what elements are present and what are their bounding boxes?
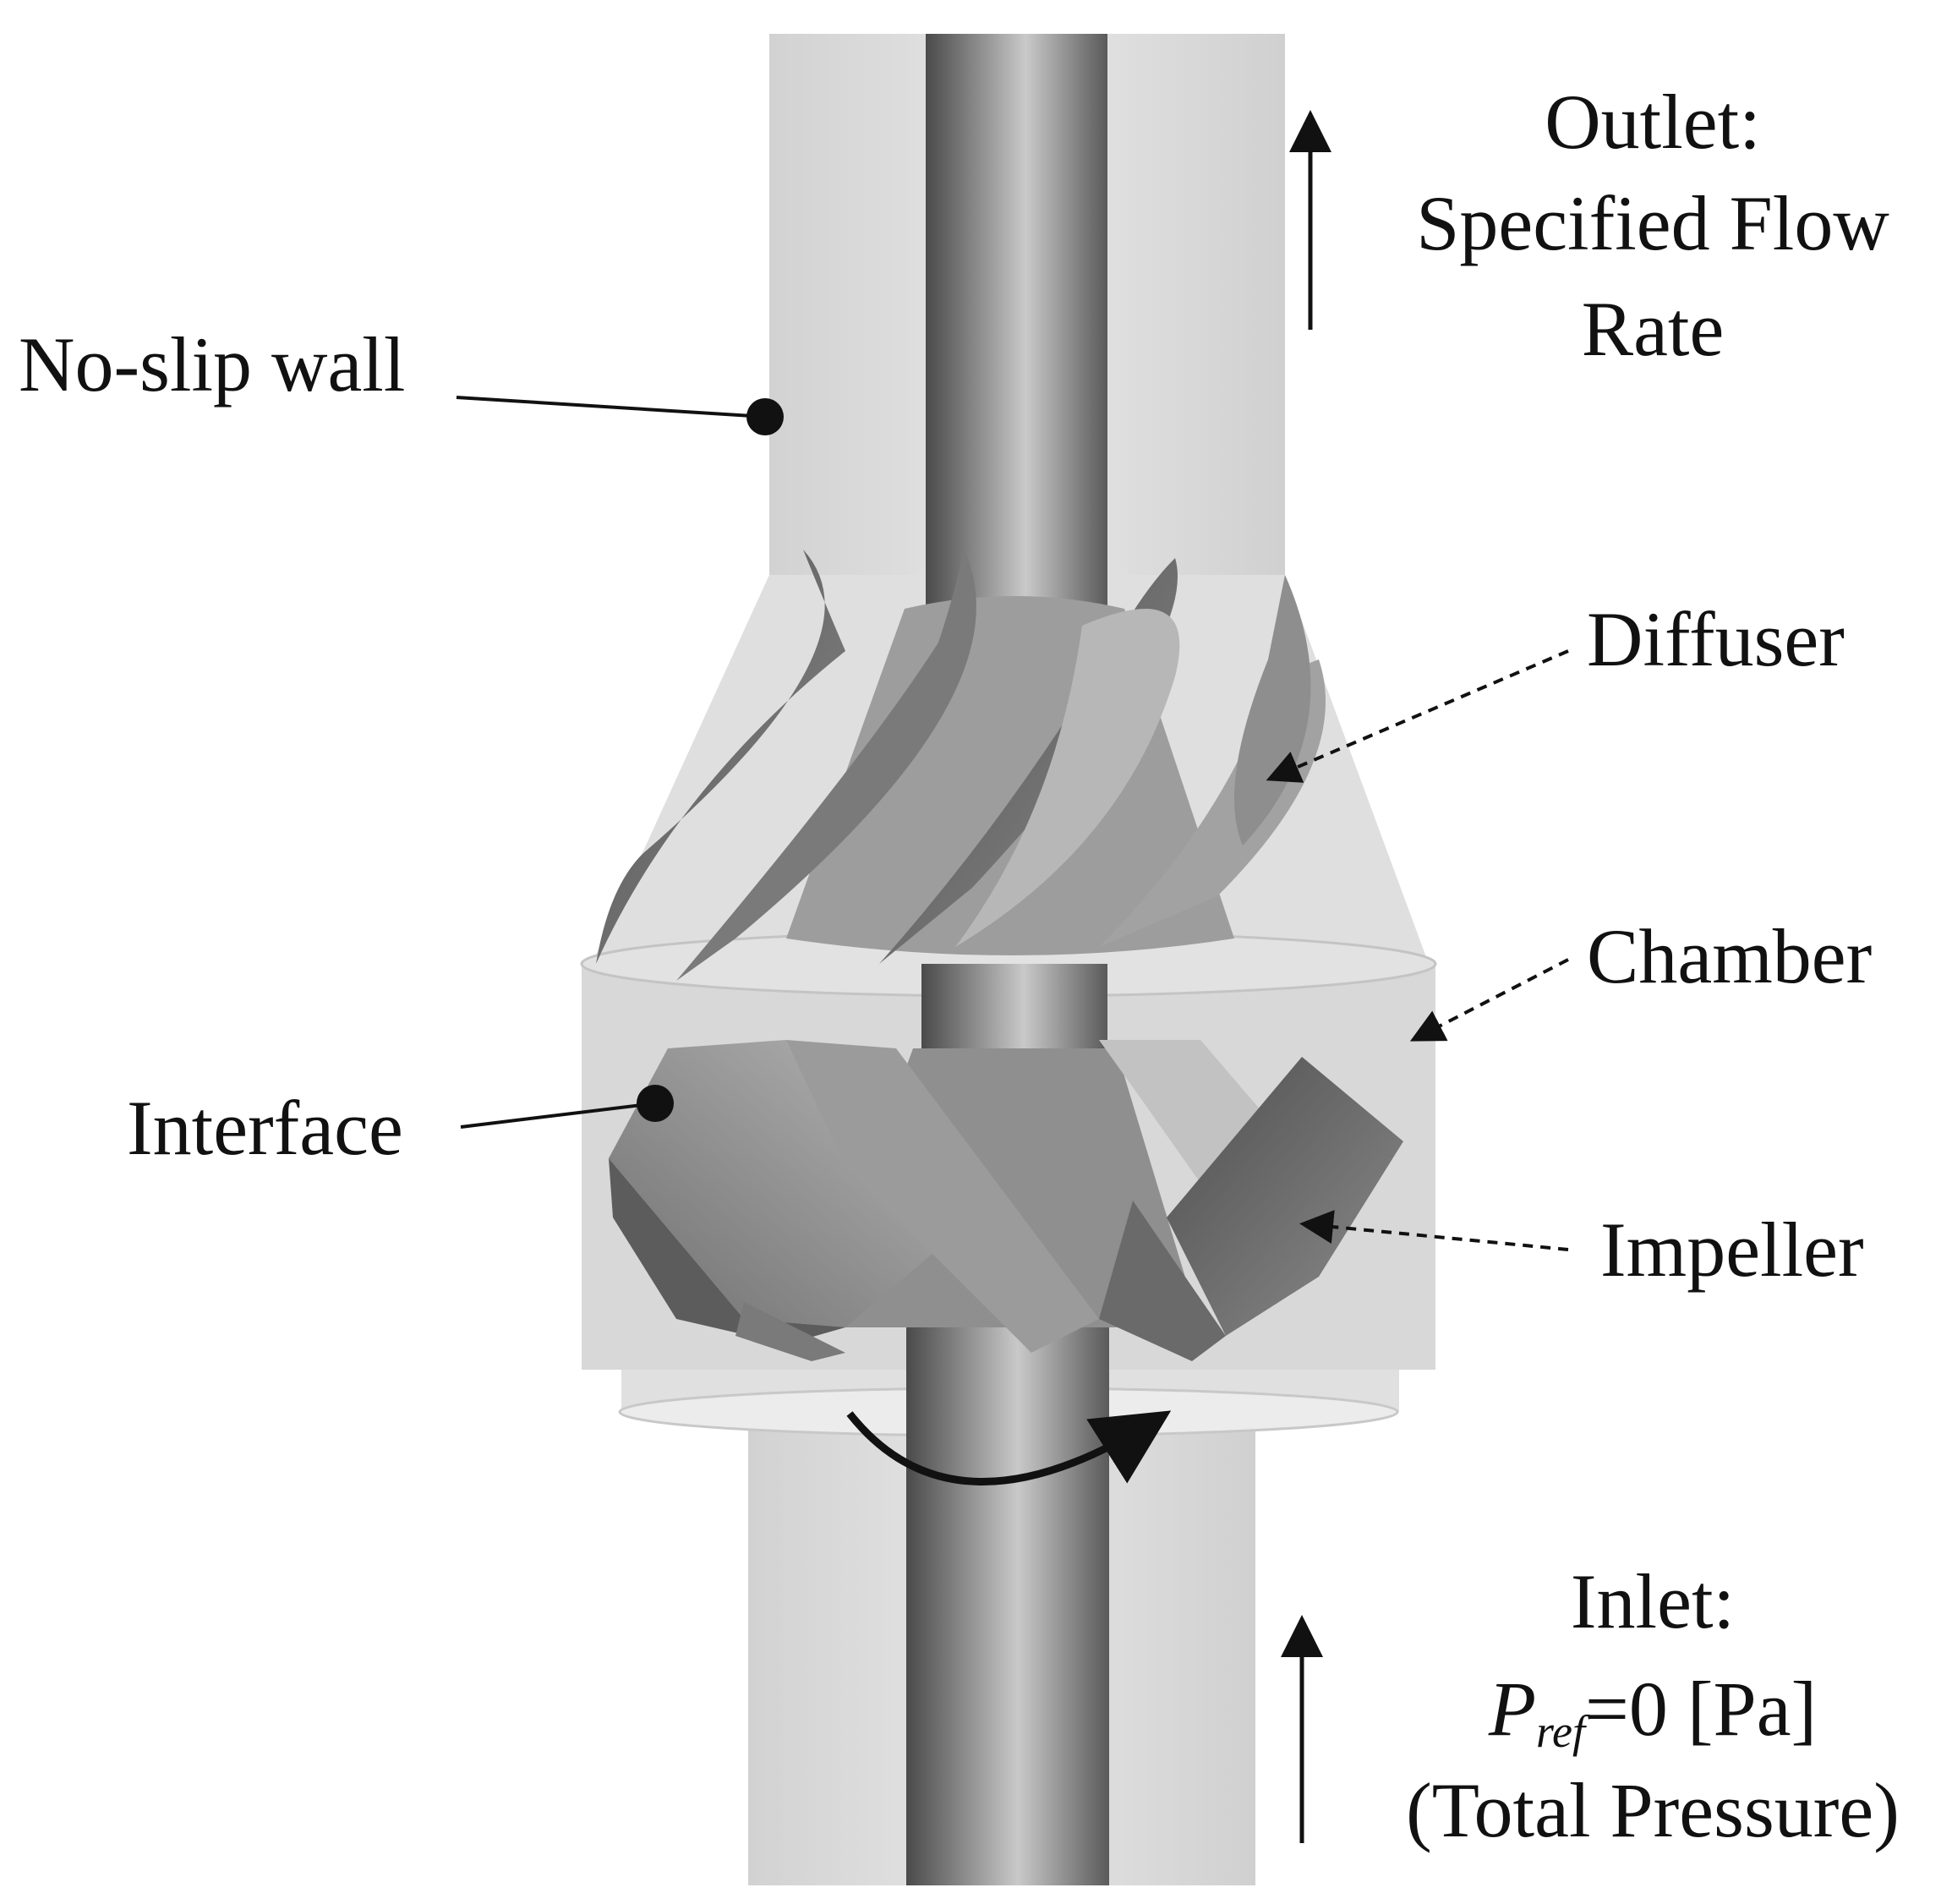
outlet-label-line2: Specified Flow [1416, 180, 1889, 266]
inlet-label-line3: (Total Pressure) [1406, 1767, 1900, 1853]
diffuser-label: Diffuser [1587, 596, 1845, 682]
chamber-leader [1409, 958, 1569, 1042]
no-slip-wall-leader [456, 396, 766, 419]
shaft-upper [926, 34, 1107, 626]
chamber-label: Chamber [1587, 913, 1873, 999]
interface-leader [460, 1102, 656, 1129]
diffuser-blades [596, 550, 1326, 981]
pref-subscript: ref [1536, 1706, 1586, 1757]
impeller-leader [1299, 1210, 1569, 1251]
interface-dot [637, 1085, 674, 1122]
impeller-label: Impeller [1600, 1206, 1864, 1293]
inlet-pressure-label: Pref=0 [Pa] [1489, 1670, 1817, 1754]
outlet-label-line1: Outlet: [1545, 79, 1761, 165]
rotation-arrow [846, 1410, 1172, 1485]
pref-value: =0 [Pa] [1585, 1666, 1818, 1752]
inlet-label-line1: Inlet: [1570, 1558, 1736, 1644]
no-slip-wall-dot [746, 398, 784, 435]
outlet-label-line3: Rate [1581, 286, 1725, 372]
shaft-lower [906, 1319, 1109, 1885]
interface-label: Interface [127, 1085, 403, 1171]
pref-symbol: P [1488, 1666, 1537, 1752]
no-slip-wall-label: No-slip wall [19, 321, 406, 408]
impeller-blades [609, 1040, 1403, 1361]
diffuser-leader [1266, 649, 1569, 783]
